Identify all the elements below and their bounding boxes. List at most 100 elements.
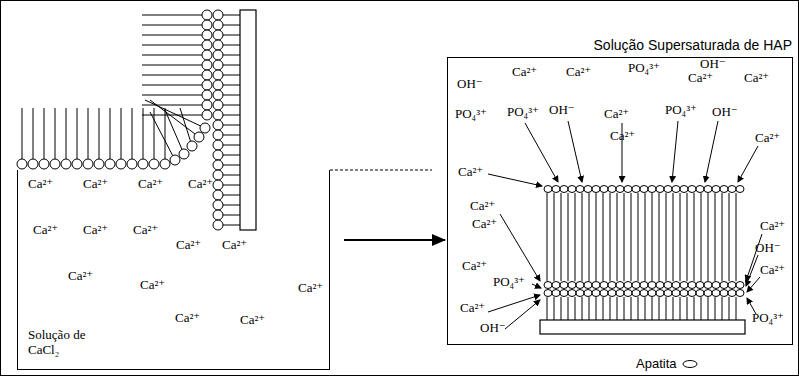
ion-label: Ca²⁺ (222, 237, 247, 252)
barrier-plate (240, 10, 256, 230)
lipid-tail (659, 297, 660, 320)
lipid-head (712, 282, 720, 289)
lipid-head (202, 70, 212, 80)
lipid-head (720, 186, 728, 193)
lipid-head (728, 282, 736, 289)
lipid-tail (223, 115, 240, 116)
lipid-head (728, 290, 736, 297)
lipid-head (736, 282, 744, 289)
lipid-tail (142, 15, 202, 16)
lipid-head (600, 282, 608, 289)
ion-label: OH⁻ (755, 240, 781, 255)
lipid-tail (110, 108, 111, 159)
lipid-tail (589, 193, 590, 281)
lipid-tail (610, 193, 611, 281)
lipid-head (213, 120, 223, 130)
ion-label: OH⁻ (549, 102, 575, 117)
lipid-tail (708, 297, 709, 320)
lipid-head (672, 290, 680, 297)
lipid-tail (568, 297, 569, 320)
lipid-tail (687, 193, 688, 281)
lipid-tail (223, 195, 240, 196)
lipid-head (179, 149, 189, 159)
lipid-tail (99, 108, 100, 159)
lipid-head (213, 210, 223, 220)
lipid-head (170, 155, 180, 165)
lipid-tail (142, 65, 202, 66)
ion-label: Ca²⁺ (28, 176, 53, 191)
lipid-tail (88, 108, 89, 159)
lipid-tail (575, 193, 576, 281)
lipid-tail (694, 193, 695, 281)
lipid-head (696, 186, 704, 193)
lipid-tail (708, 193, 709, 281)
lipid-head (632, 186, 640, 193)
lipid-head (728, 186, 736, 193)
lipid-tail (547, 193, 548, 281)
lipid-tail (617, 297, 618, 320)
ion-label: PO₄³⁺ (628, 60, 660, 75)
ion-label: OH⁻ (712, 104, 738, 119)
lipid-tail (223, 185, 240, 186)
lipid-tail (223, 55, 240, 56)
lipid-tail (680, 297, 681, 320)
lipid-tail (223, 95, 240, 96)
lipid-head (202, 20, 212, 30)
lipid-head (552, 282, 560, 289)
lipid-tail (631, 193, 632, 281)
lipid-head (149, 159, 159, 169)
level-line (330, 170, 432, 171)
lipid-head (568, 186, 576, 193)
lipid-tail (142, 105, 202, 106)
lipid-head (616, 186, 624, 193)
lipid-head (688, 186, 696, 193)
lipid-tail (165, 108, 166, 159)
lipid-head (568, 290, 576, 297)
ion-label: PO₄³⁺ (455, 106, 487, 121)
lipid-head (17, 159, 27, 169)
ion-label: PO₄³⁺ (507, 104, 539, 119)
lipid-head (213, 80, 223, 90)
lipid-tail (638, 297, 639, 320)
lipid-head (160, 159, 170, 169)
lipid-head (656, 186, 664, 193)
lipid-tail (694, 297, 695, 320)
lipid-head (213, 60, 223, 70)
lipid-head (648, 290, 656, 297)
lipid-head (608, 282, 616, 289)
lipid-head (608, 290, 616, 297)
lipid-head (680, 282, 688, 289)
lipid-tail (715, 193, 716, 281)
ion-label: OH⁻ (700, 56, 726, 71)
lipid-tail (645, 193, 646, 281)
lipid-head (672, 186, 680, 193)
lipid-tail (722, 297, 723, 320)
lipid-head (560, 282, 568, 289)
lipid-head (624, 282, 632, 289)
lipid-tail (223, 225, 240, 226)
lipid-tail (561, 297, 562, 320)
lipid-tail (66, 108, 67, 159)
lipid-head (680, 186, 688, 193)
lipid-head (656, 282, 664, 289)
lipid-tail (142, 45, 202, 46)
lipid-head (664, 186, 672, 193)
lipid-tail (582, 297, 583, 320)
lipid-tail (582, 193, 583, 281)
ion-label: Ca²⁺ (175, 310, 200, 325)
lipid-head (544, 290, 552, 297)
lipid-head (202, 60, 212, 70)
lipid-head (736, 290, 744, 297)
ion-label: Ca²⁺ (462, 258, 487, 273)
lipid-tail (701, 297, 702, 320)
lipid-tail (223, 205, 240, 206)
lipid-head (544, 186, 552, 193)
lipid-tail (77, 108, 78, 159)
lipid-head (213, 40, 223, 50)
lipid-head (656, 290, 664, 297)
lipid-head (202, 90, 212, 100)
lipid-head (39, 159, 49, 169)
lipid-tail (223, 125, 240, 126)
lipid-tail (736, 297, 737, 320)
